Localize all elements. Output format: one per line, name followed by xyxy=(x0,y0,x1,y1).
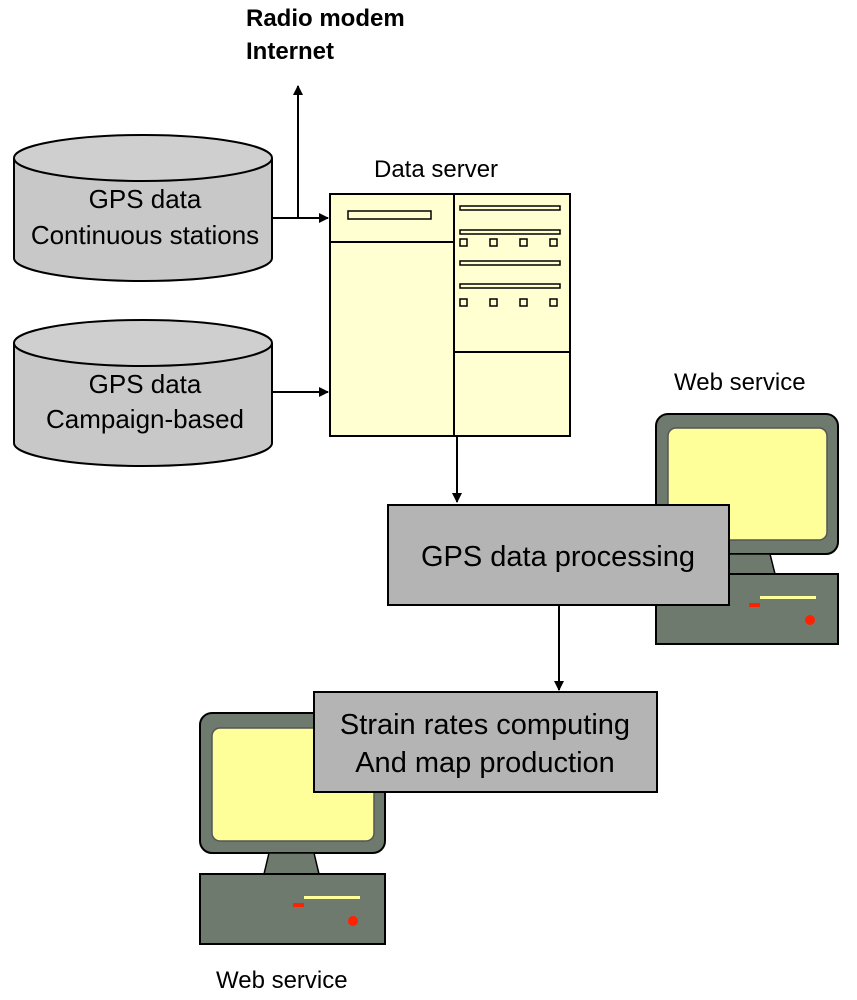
web-service-bottom-computer xyxy=(199,712,386,945)
internet-label: Internet xyxy=(246,38,334,65)
data-server-label: Data server xyxy=(374,156,498,183)
web-service-bottom-label: Web service xyxy=(216,967,348,994)
web-service-right-label: Web service xyxy=(674,369,806,396)
cylinder-2-line2: Campaign-based xyxy=(46,404,244,434)
cylinder-2-line1: GPS data xyxy=(89,369,202,399)
gps-processing-box: GPS data processing xyxy=(387,504,730,606)
processing-label: GPS data processing xyxy=(421,541,695,573)
strain-line2: And map production xyxy=(355,747,615,779)
cylinder-1-line1: GPS data xyxy=(89,184,202,214)
strain-line1: Strain rates computing xyxy=(340,709,630,741)
data-server-window xyxy=(329,193,571,437)
strain-rates-box: Strain rates computing And map productio… xyxy=(313,691,658,793)
gps-continuous-cylinder: GPS data Continuous stations xyxy=(13,134,273,282)
cylinder-1-line2: Continuous stations xyxy=(31,220,259,250)
radio-modem-label: Radio modem xyxy=(246,5,405,32)
gps-campaign-cylinder: GPS data Campaign-based xyxy=(13,319,273,467)
